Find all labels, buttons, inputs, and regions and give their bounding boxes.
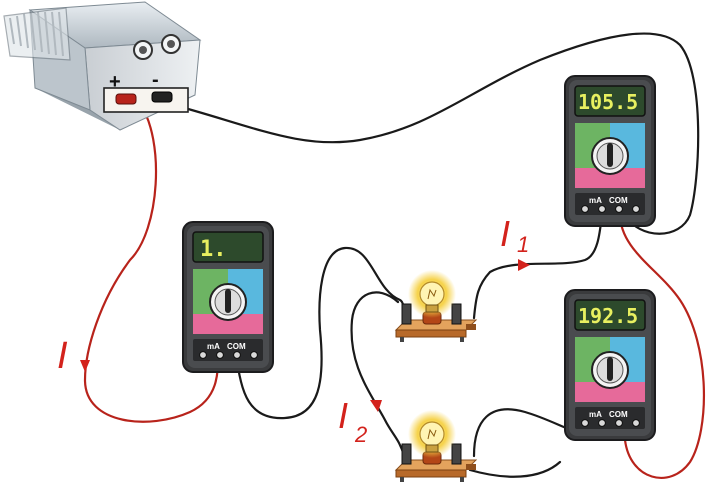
main-ammeter: 1. mA COM — [182, 221, 274, 373]
branch1-ammeter: 105.5 mA COM — [564, 75, 656, 227]
main-ammeter-ma-port: mA — [207, 342, 220, 351]
minus-terminal-label: - — [152, 69, 159, 91]
lamp-1 — [395, 269, 477, 343]
current-arrow-branch1-icon — [518, 259, 530, 271]
branch2-ammeter: 192.5 mA COM — [564, 289, 656, 441]
wire-main-to-lamp1 — [234, 246, 406, 420]
lamp-2 — [395, 409, 477, 483]
wire-supply-to-main-meter — [83, 102, 220, 423]
current-label-branch2: I — [338, 395, 348, 436]
branch1-ammeter-ma-port: mA — [589, 196, 602, 205]
branch1-ammeter-reading: 105.5 — [578, 90, 638, 114]
main-ammeter-reading: 1. — [200, 237, 227, 262]
current-arrow-total-icon — [80, 360, 90, 372]
branch2-ammeter-com-port: COM — [609, 410, 628, 419]
current-label-branch1: I — [500, 213, 510, 254]
current-label-branch1-subscript: 1 — [517, 232, 529, 257]
current-label-total: I — [57, 335, 68, 377]
wire-junction-to-lamp2 — [350, 291, 406, 458]
main-ammeter-com-port: COM — [227, 342, 246, 351]
minus-terminal[interactable] — [151, 91, 173, 103]
power-supply: + - — [3, 1, 202, 131]
branch2-ammeter-reading: 192.5 — [578, 304, 638, 328]
wire-lamp1-to-meter1 — [472, 212, 604, 320]
current-label-branch2-subscript: 2 — [354, 422, 367, 447]
current-arrow-branch2-icon — [370, 400, 382, 412]
branch1-ammeter-com-port: COM — [609, 196, 628, 205]
branch2-ammeter-ma-port: mA — [589, 410, 602, 419]
wire-lamp2-ground — [468, 460, 562, 478]
plus-terminal-label: + — [109, 71, 121, 93]
wire-supply-to-meter1 — [168, 32, 700, 235]
plus-terminal[interactable] — [115, 93, 137, 105]
